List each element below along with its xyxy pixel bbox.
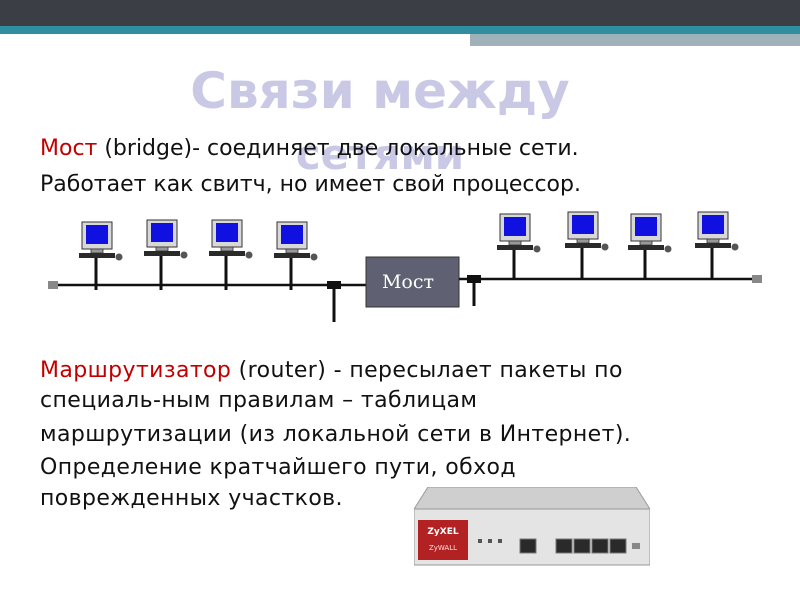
top-bar-accent xyxy=(0,26,800,34)
router-definition: Маршрутизатор (router) - пересылает паке… xyxy=(40,356,623,386)
bridge-term: Мост xyxy=(40,136,98,161)
router-description-line-4: Определение кратчайшего пути, обход xyxy=(40,455,516,480)
header-band-cut xyxy=(0,34,470,48)
router-brand-panel xyxy=(418,520,468,560)
router-description-line-2: специаль-ным правилам – таблицам xyxy=(40,388,478,413)
router-image: ZyXEL ZyWALL xyxy=(414,487,650,566)
router-brand: ZyXEL xyxy=(427,527,458,537)
router-term: Маршрутизатор xyxy=(40,358,232,383)
right-computers xyxy=(496,211,739,279)
bridge-definition: Мост (bridge)- соединяет две локальные с… xyxy=(40,134,579,164)
router-description: (router) - пересылает пакеты по xyxy=(231,358,623,383)
slide-title-line-2: сетями xyxy=(295,130,465,179)
router-wan-port xyxy=(519,538,537,554)
router-description-line-5: поврежденных участков. xyxy=(40,486,343,511)
router-description-line-3: маршрутизации (из локальной сети в Интер… xyxy=(40,422,632,447)
slide-title-line-1: Связи между xyxy=(190,62,570,120)
bridge-box-label: Мост xyxy=(382,271,434,293)
bridge-description-line-2: Работает как свитч, но имеет свой процес… xyxy=(40,172,581,197)
left-computers xyxy=(78,219,318,290)
bridge-box xyxy=(365,256,460,308)
router-model: ZyWALL xyxy=(429,544,457,552)
bridge-description: (bridge)- соединяет две локальные сети. xyxy=(97,136,579,161)
network-diagram: Мост xyxy=(48,211,762,322)
